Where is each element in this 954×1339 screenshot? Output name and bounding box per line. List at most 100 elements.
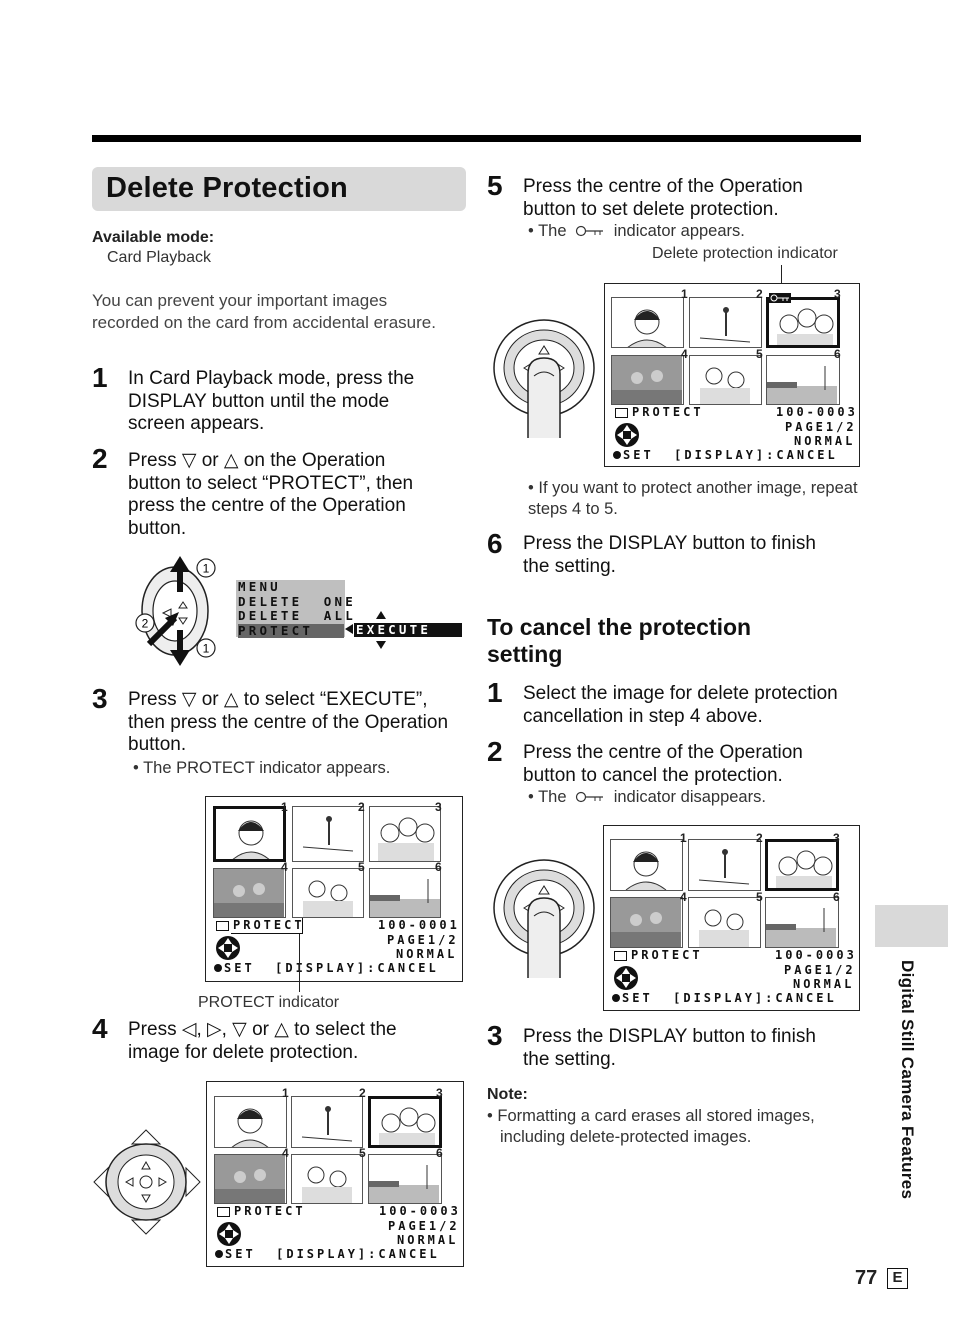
thumb-number-2: 2 [358,800,365,814]
step-2-number: 2 [92,443,108,474]
thumb-1 [611,297,684,348]
circle-1-bottom-icon: 1 [196,638,216,658]
thumb-number-1: 1 [680,831,687,845]
cancel-step-2-bullet: • The indicator disappears. [528,787,766,808]
dpad-icon [217,1222,241,1246]
thumb-3 [766,297,840,348]
circle-2-label: 2 [142,617,149,631]
cancel-step-2-text: Press the centre of the Operation button… [523,742,803,786]
note-label: Note: [487,1086,528,1103]
sidebar-tab [875,905,948,947]
execute-pointer-icon [345,624,353,634]
step-3-text: Press ▽ or △ to select “EXECUTE”, then p… [128,689,449,755]
thumb-5 [688,897,761,948]
step-5-bullet-post: indicator appears. [613,222,745,240]
menu-line-protect: PROTECT [238,623,344,638]
thumb-number-1: 1 [282,1086,289,1100]
set-cancel-text: SET [DISPLAY]:CANCEL [225,1247,440,1261]
menu-line-menu: MENU [238,579,281,594]
card-icon [217,1207,230,1217]
step-4-number: 4 [92,1013,108,1044]
thumb-2 [291,1096,363,1148]
cancel-step-2-bullet-pre: • The [528,788,567,806]
press-center-illustration-cancel [493,859,595,978]
thumb-number-1: 1 [281,800,288,814]
page-indicator: PAGE1/2 [388,1219,460,1233]
file-number: 100-0001 [378,918,460,932]
delete-protection-leader [781,265,782,293]
thumb-number-2: 2 [756,287,763,301]
lcd-screen-step3: 1 2 3 4 5 6 PROTECT 100-0001 PAGE1/2 NOR… [205,796,463,982]
quality-normal: NORMAL [397,1233,459,1247]
thumb-4 [610,897,683,948]
operation-button-illustration [141,556,209,666]
dpad-icon [615,423,639,447]
step-5-number: 5 [487,170,503,201]
thumb-4 [214,1154,287,1204]
thumb-number-6: 6 [436,1146,443,1160]
cancel-step-1-text: Select the image for delete protection c… [523,683,838,727]
protect-label: PROTECT [233,918,305,932]
available-mode-label: Available mode: [92,229,215,246]
lcd-screen-step4: 1 2 3 4 5 6 PROTECT 100-0003 PAGE1/2 NOR… [206,1081,464,1267]
dpad-icon [216,936,240,960]
page-number: 77 [855,1267,878,1289]
thumb-number-4: 4 [282,1146,289,1160]
thumb-5 [689,355,762,405]
card-icon [614,951,627,961]
step-6-number: 6 [487,528,503,559]
page-indicator: PAGE1/2 [387,933,459,947]
thumb-2 [292,806,364,862]
up-triangle-icon [376,611,386,619]
protect-label: PROTECT [632,405,704,419]
thumb-3 [368,1096,442,1148]
thumb-3 [369,806,441,862]
set-cancel-text: SET [DISPLAY]:CANCEL [623,448,838,462]
thumb-number-2: 2 [756,831,763,845]
side-section-label: Digital Still Camera Features [898,960,917,1200]
thumb-4 [213,868,286,918]
circle-1-bottom-label: 1 [203,642,210,656]
thumb-number-4: 4 [681,347,688,361]
thumb-6 [766,355,840,405]
thumb-6 [368,1154,442,1204]
protect-indicator-caption: PROTECT indicator [198,994,340,1011]
cancel-step-2-number: 2 [487,736,503,767]
set-dot-icon [215,1250,223,1258]
set-cancel-text: SET [DISPLAY]:CANCEL [622,991,837,1005]
thumb-1 [610,839,683,891]
set-dot-icon [613,451,621,459]
step-3-number: 3 [92,683,108,714]
thumb-6 [369,868,441,918]
quality-normal: NORMAL [793,977,855,991]
execute-label: EXECUTE [356,622,432,637]
note-text: • Formatting a card erases all stored im… [487,1107,815,1146]
quality-normal: NORMAL [396,947,458,961]
cancel-heading: To cancel the protection setting [487,614,752,667]
thumb-number-3: 3 [435,800,442,814]
step-5-repeat-note: • If you want to protect another image, … [528,479,858,518]
quality-normal: NORMAL [794,434,856,448]
card-icon [615,408,628,418]
title-box [92,167,466,211]
circle-2-icon: 2 [135,613,155,633]
circle-1-top-icon: 1 [196,558,216,578]
thumb-5 [292,868,364,918]
four-way-button-illustration [93,1129,201,1235]
page-title: Delete Protection [106,172,348,204]
thumb-number-1: 1 [681,287,688,301]
set-dot-icon [612,994,620,1002]
thumb-3 [765,839,839,891]
delete-protection-key-icon [770,294,789,302]
available-mode-value: Card Playback [107,249,212,266]
intro-text: You can prevent your important images re… [92,291,436,332]
key-icon [575,791,604,803]
cancel-step-3-text: Press the DISPLAY button to finish the s… [523,1026,816,1070]
protect-label: PROTECT [631,948,703,962]
thumb-number-4: 4 [281,860,288,874]
lcd-screen-cancel: 1 2 3 4 5 6 PROTECT 100-0003 PAGE1/2 NOR… [603,825,860,1011]
step-5-text: Press the centre of the Operation button… [523,176,803,220]
protect-label: PROTECT [234,1204,306,1218]
cancel-step-3-number: 3 [487,1020,503,1051]
protect-indicator-leader [299,934,300,992]
